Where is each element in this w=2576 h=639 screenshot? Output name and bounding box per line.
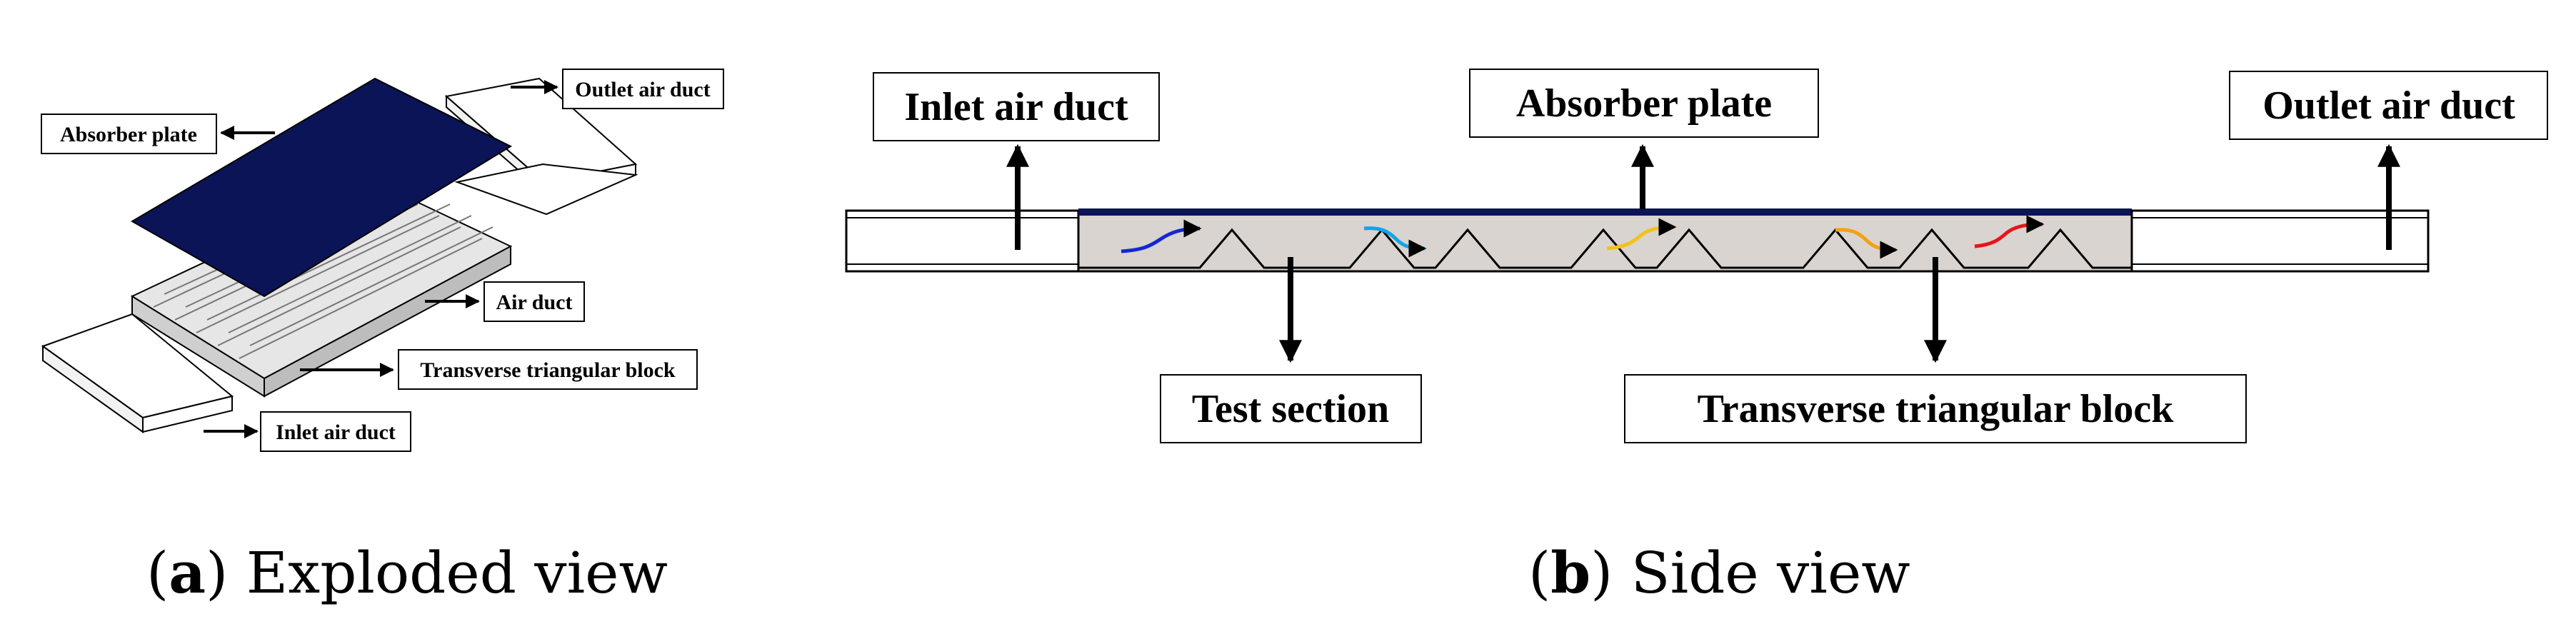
inlet-duct-shape <box>41 313 234 433</box>
air-duct-shape <box>130 181 513 398</box>
label-text: Inlet air duct <box>904 85 1128 129</box>
label-text: Inlet air duct <box>276 421 396 444</box>
label-text: Absorber plate <box>60 123 197 146</box>
label-air-duct-a: Air duct <box>483 281 585 322</box>
caption-b: (b) Side view <box>1528 539 1910 606</box>
label-text: Absorber plate <box>1516 81 1772 126</box>
label-inlet-air-duct-a: Inlet air duct <box>260 411 411 452</box>
flow-arrow-yellow <box>1606 218 1677 251</box>
label-transverse-block-a: Transverse triangular block <box>398 349 698 390</box>
caption-a: (a) Exploded view <box>146 539 668 606</box>
label-absorber-plate-b: Absorber plate <box>1469 69 1819 138</box>
label-text: Test section <box>1192 387 1389 431</box>
flow-arrow-orange <box>1835 228 1898 259</box>
label-text: Transverse triangular block <box>1698 387 2175 431</box>
label-transverse-block-b: Transverse triangular block <box>1624 374 2247 443</box>
absorber-plate-shape <box>131 77 513 298</box>
caption-a-text: Exploded view <box>246 540 668 606</box>
panel-a-exploded-view: Outlet air duct Absorber plate Air duct … <box>41 69 724 606</box>
caption-a-letter: a <box>169 539 206 606</box>
caption-b-letter: b <box>1550 539 1590 606</box>
label-absorber-plate-a: Absorber plate <box>41 114 217 154</box>
side-outlet-duct <box>2130 209 2430 273</box>
flow-arrow-red <box>1974 215 2045 248</box>
side-absorber-plate <box>1078 208 2132 216</box>
label-test-section-b: Test section <box>1160 374 1422 443</box>
label-text: Transverse triangular block <box>420 358 676 382</box>
side-inlet-duct <box>845 209 1080 273</box>
panel-b-side-view: Inlet air duct Absorber plate Outlet air… <box>845 69 2548 606</box>
flow-arrow-blue <box>1121 219 1202 253</box>
label-text: Outlet air duct <box>575 78 710 101</box>
label-text: Air duct <box>496 291 573 314</box>
flow-arrow-lightblue <box>1363 226 1427 258</box>
side-test-section <box>1077 208 2133 273</box>
caption-b-text: Side view <box>1631 540 1910 606</box>
label-text: Outlet air duct <box>2262 84 2515 128</box>
side-triangular-blocks <box>1078 228 2132 269</box>
label-inlet-air-duct-b: Inlet air duct <box>873 72 1160 141</box>
label-outlet-air-duct-b: Outlet air duct <box>2229 71 2548 140</box>
label-outlet-air-duct-a: Outlet air duct <box>562 69 724 109</box>
